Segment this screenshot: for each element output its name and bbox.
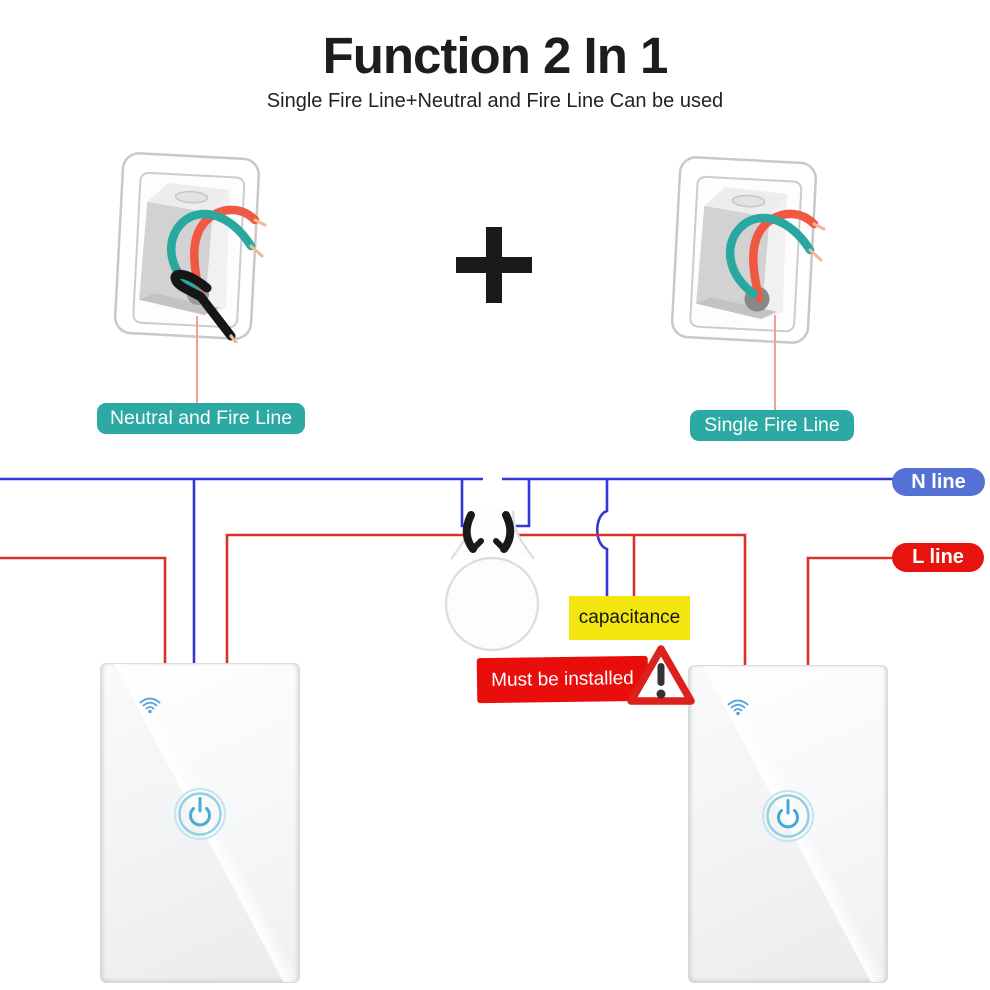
smart-switch-panel-right: [688, 665, 888, 983]
smart-switch-panel-left: [100, 663, 300, 983]
light-bulb-icon: [444, 455, 540, 652]
plus-icon: [456, 227, 532, 303]
mode-label-neutral-and-fire: Neutral and Fire Line: [97, 403, 305, 434]
wire-tip: [253, 218, 267, 227]
power-button-icon: [762, 790, 814, 842]
leader-line: [196, 316, 198, 403]
load-wire-black: [170, 269, 236, 341]
power-button-icon: [174, 788, 226, 840]
n-line-wires: [0, 477, 905, 664]
wire-tip: [229, 334, 239, 343]
wifi-icon: [727, 699, 749, 716]
wire-tip: [812, 222, 826, 231]
leader-line: [774, 315, 776, 410]
wire-tip: [249, 244, 264, 258]
mode-label-single-fire: Single Fire Line: [690, 410, 854, 441]
n-line-badge: N line: [892, 468, 985, 496]
page-subtitle: Single Fire Line+Neutral and Fire Line C…: [266, 90, 724, 112]
neutral-wire: [725, 213, 815, 299]
l-line-badge: L line: [892, 543, 984, 572]
wall-box-single-fire-wire-icon: [670, 156, 826, 344]
wifi-icon: [139, 697, 161, 714]
wall-box-neutral-fire-wires-icon: [113, 152, 267, 343]
page-title: Function 2 In 1: [322, 27, 669, 84]
warning-triangle-icon: [627, 645, 695, 705]
must-be-installed-banner: Must be installed: [476, 655, 649, 704]
bulb-socket-contacts: [462, 511, 515, 553]
wire-tip: [808, 248, 823, 262]
capacitance-box: capacitance: [569, 596, 690, 640]
wiring-schematic: [0, 455, 905, 666]
